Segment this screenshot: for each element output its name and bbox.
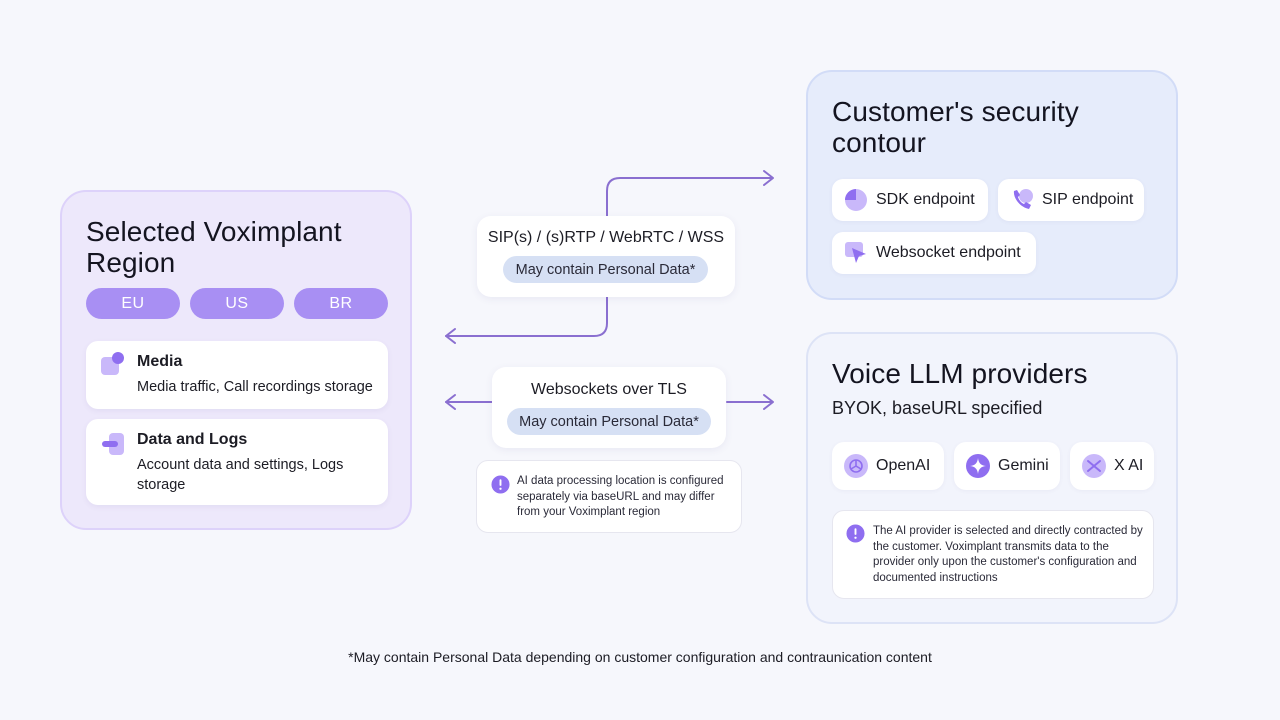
security-panel: Customer's security contour SDK endpoint… <box>806 70 1178 300</box>
media-text: Media traffic, Call recordings storage <box>137 379 373 395</box>
ai-location-note-text: AI data processing location is configure… <box>517 475 724 518</box>
llm-panel: Voice LLM providers BYOK, baseURL specif… <box>806 332 1178 624</box>
gemini-icon <box>966 454 990 478</box>
websocket-endpoint-label: Websocket endpoint <box>876 244 1021 261</box>
sdk-endpoint-icon <box>845 189 867 211</box>
sip-endpoint-label: SIP endpoint <box>1042 191 1134 208</box>
sip-endpoint-chip[interactable]: SIP endpoint <box>998 179 1144 221</box>
region-pill-eu[interactable]: EU <box>86 288 180 319</box>
media-icon <box>101 352 124 375</box>
sdk-endpoint-label: SDK endpoint <box>876 191 975 208</box>
connection-mid-box: Websockets over TLS May contain Personal… <box>492 367 726 448</box>
provider-openai[interactable]: OpenAI <box>832 442 944 490</box>
media-title: Media <box>137 353 183 370</box>
sdk-endpoint-chip[interactable]: SDK endpoint <box>832 179 988 221</box>
region-title: Selected Voximplant Region <box>86 216 342 278</box>
footnote: *May contain Personal Data depending on … <box>348 649 932 665</box>
data-logs-icon <box>102 433 124 455</box>
provider-openai-label: OpenAI <box>876 457 931 474</box>
media-card: Media Media traffic, Call recordings sto… <box>86 341 388 409</box>
xai-icon <box>1082 454 1106 478</box>
data-logs-card: Data and Logs Account data and settings,… <box>86 419 388 505</box>
ai-location-note: AI data processing location is configure… <box>476 460 742 533</box>
connection-mid-title: Websockets over TLS <box>531 381 687 398</box>
region-pill-us[interactable]: US <box>190 288 284 319</box>
provider-note-text: The AI provider is selected and directly… <box>873 525 1143 584</box>
personal-data-badge-top: May contain Personal Data* <box>503 256 708 283</box>
llm-title: Voice LLM providers <box>832 358 1088 389</box>
cursor-icon <box>845 242 866 263</box>
provider-note: The AI provider is selected and directly… <box>832 510 1154 599</box>
phone-icon <box>1013 189 1033 209</box>
info-icon <box>846 524 865 543</box>
region-pill-br[interactable]: BR <box>294 288 388 319</box>
security-title: Customer's security contour <box>832 96 1079 158</box>
provider-xai[interactable]: X AI <box>1070 442 1154 490</box>
openai-icon <box>844 454 868 478</box>
personal-data-badge-mid: May contain Personal Data* <box>507 408 711 435</box>
provider-xai-label: X AI <box>1114 457 1144 474</box>
provider-gemini[interactable]: Gemini <box>954 442 1060 490</box>
connection-top-title: SIP(s) / (s)RTP / WebRTC / WSS <box>487 229 725 246</box>
websocket-endpoint-chip[interactable]: Websocket endpoint <box>832 232 1036 274</box>
provider-gemini-label: Gemini <box>998 457 1049 474</box>
data-logs-text: Account data and settings, Logs storage <box>137 457 344 493</box>
info-icon <box>491 475 510 494</box>
data-logs-title: Data and Logs <box>137 431 248 448</box>
llm-subtitle: BYOK, baseURL specified <box>832 398 1043 418</box>
region-panel: Selected Voximplant Region EU US BR Medi… <box>60 190 412 530</box>
connection-top-box: SIP(s) / (s)RTP / WebRTC / WSS May conta… <box>477 216 735 297</box>
